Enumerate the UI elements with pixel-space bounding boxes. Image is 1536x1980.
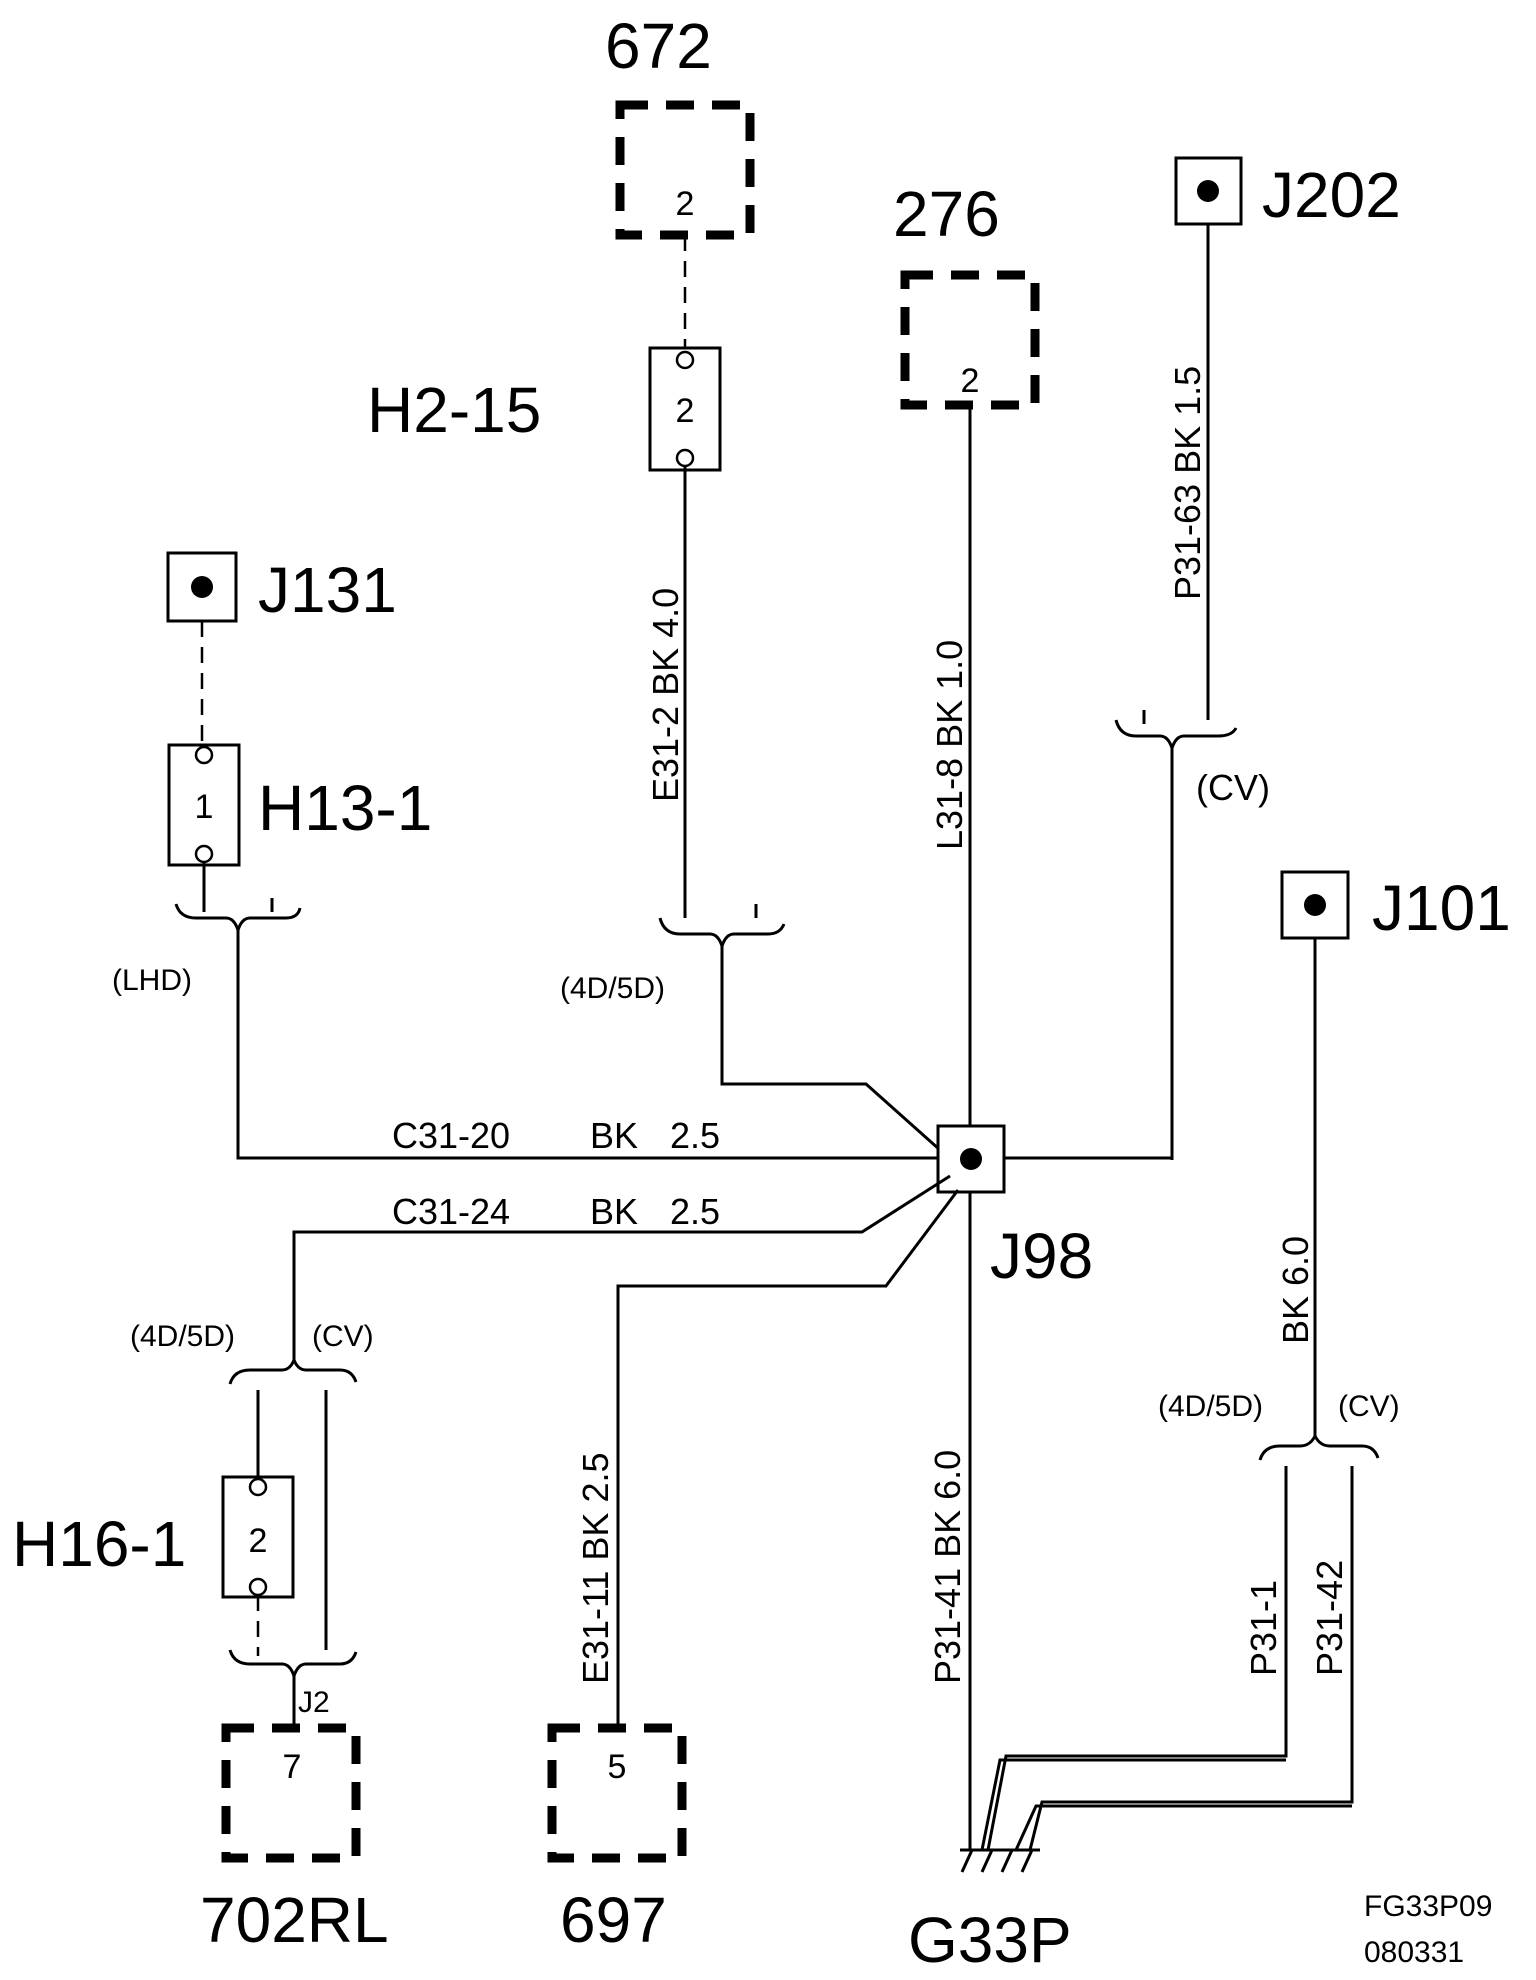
connector-h13-1-terminal-top [194,745,214,765]
wire-c31-24-size: 2.5 [670,1191,720,1232]
variant-brace-h16-1-top [228,1355,358,1385]
splice-j202-label: J202 [1262,159,1401,231]
splice-j202-dot [1197,180,1219,202]
wire-4d5d-to-j98 [720,946,941,1152]
connector-h2-15-pin: 2 [676,392,695,430]
wire-c31-20 [236,930,940,1160]
wire-c31-24 [292,1174,951,1360]
connector-h16-1-pin: 2 [249,1522,268,1560]
ground-hatch-1 [960,1849,974,1873]
wire-c31-24-id: C31-24 [392,1191,510,1232]
wire-c31-20-color: BK [590,1115,638,1156]
wire-p31-1-inner [980,1758,1286,1851]
component-672-label: 672 [605,10,712,82]
variant-brace-h16-1-bottom [228,1649,358,1681]
component-702rl-label: 702RL [200,1884,389,1956]
connector-h2-15-label: H2-15 [367,374,541,446]
variant-4d5d-c: (4D/5D) [1158,1390,1263,1423]
component-697-box [547,1723,687,1863]
component-702rl-box [221,1723,361,1863]
variant-brace-j101 [1258,1432,1380,1461]
wire-c31-20-id: C31-20 [392,1115,510,1156]
component-276-pin: 2 [961,362,980,400]
variant-cv-a: (CV) [1196,767,1270,808]
connector-h2-15-terminal-bottom [675,448,695,468]
ground-hatch-2 [980,1849,994,1873]
wire-p31-63-label: P31-63 BK 1.5 [1167,366,1208,600]
connector-h16-1-label: H16-1 [12,1508,186,1580]
connector-h13-1-label: H13-1 [258,772,432,844]
variant-4d5d-a: (4D/5D) [560,972,665,1005]
splice-j131-label: J131 [258,554,397,626]
wire-l31-8-label: L31-8 BK 1.0 [929,640,970,850]
component-702rl-sub: J2 [298,1686,330,1719]
wire-p31-42-inner [1014,1804,1352,1851]
splice-j101-dot [1304,894,1326,916]
figure-date: 080331 [1364,1936,1464,1969]
splice-j131-dot [191,576,213,598]
wire-p31-1 [986,1466,1288,1851]
wire-p31-1-label: P31-1 [1243,1580,1284,1676]
wire-e31-11-label: E31-11 BK 2.5 [575,1453,616,1685]
variant-brace-e31-2 [658,917,786,951]
variant-cv-b: (CV) [312,1320,374,1353]
component-702rl-pin: 7 [283,1748,302,1786]
wire-j101-bk-label: BK 6.0 [1275,1236,1316,1344]
variant-lhd: (LHD) [112,964,192,997]
wire-p31-42-label: P31-42 [1309,1560,1350,1676]
connector-h13-1-terminal-bottom [194,844,214,864]
variant-4d5d-b: (4D/5D) [130,1320,235,1353]
wire-c31-24-color: BK [590,1191,638,1232]
connector-h16-1-terminal-top [248,1477,268,1497]
wire-p31-41-label: P31-41 BK 6.0 [927,1450,968,1684]
splice-j98-dot [960,1148,982,1170]
component-697-pin: 5 [608,1748,627,1786]
component-697-label: 697 [560,1884,667,1956]
connector-h16-1-body [221,1475,295,1599]
ground-hatch-3 [1000,1849,1014,1873]
ground-hatch-4 [1020,1849,1034,1873]
wire-e31-11 [616,1189,960,1728]
connector-h2-15-terminal-top [675,350,695,370]
connector-h16-1-terminal-bottom [248,1577,268,1597]
figure-code: FG33P09 [1364,1890,1492,1923]
splice-j101-label: J101 [1372,872,1511,944]
ground-g33p-label: G33P [908,1904,1072,1976]
connector-h13-1-pin: 1 [195,788,214,826]
variant-brace-h13-1 [174,903,302,935]
variant-cv-c: (CV) [1338,1390,1400,1423]
wire-p31-42 [1028,1466,1354,1851]
wire-e31-2-label: E31-2 BK 4.0 [645,588,686,802]
component-672-pin: 2 [676,185,695,223]
variant-brace-j202 [1114,719,1238,753]
splice-j98-label: J98 [990,1220,1093,1292]
component-276-label: 276 [893,178,1000,250]
wire-c31-20-size: 2.5 [670,1115,720,1156]
